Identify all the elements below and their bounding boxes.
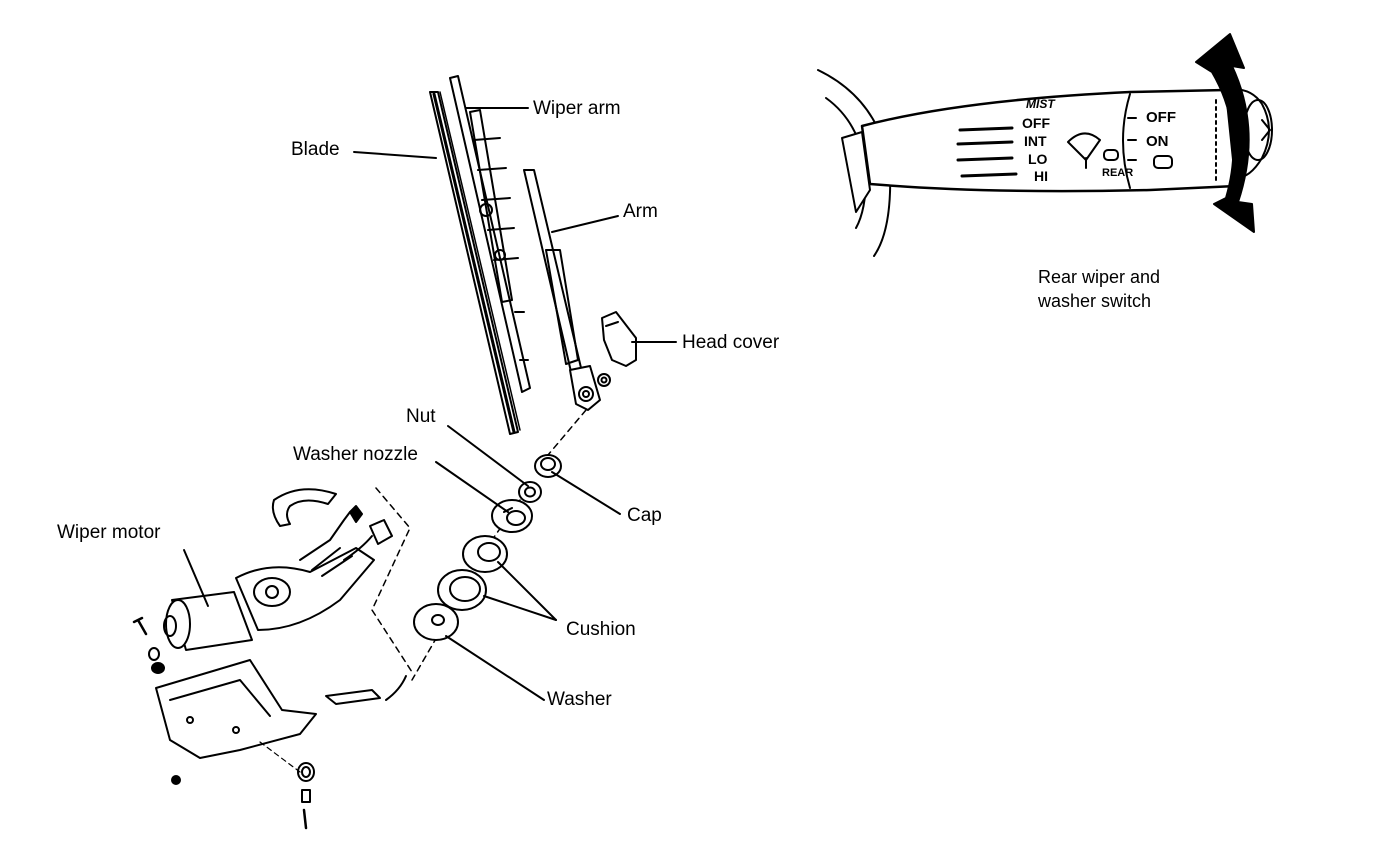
switch-rear-off: OFF (1146, 109, 1176, 126)
leader-wiper-motor (183, 549, 209, 607)
switch-caption-line-2: washer switch (1038, 291, 1152, 311)
switch-pos-hi: HI (1034, 168, 1048, 184)
label-head-cover: Head cover (682, 332, 780, 353)
label-washer-nozzle: Washer nozzle (293, 444, 418, 465)
label-blade: Blade (291, 139, 340, 160)
label-cap: Cap (627, 505, 662, 526)
leader-nut (447, 425, 529, 487)
cushion-parts (437, 535, 508, 611)
arm-part (523, 169, 601, 411)
wiper-arm-part (449, 75, 531, 393)
label-wiper-arm: Wiper arm (533, 98, 621, 119)
leader-arm (551, 215, 619, 233)
switch-rear-labels: OFF ON REAR (1102, 109, 1176, 179)
label-wiper-motor: Wiper motor (57, 522, 161, 543)
leader-blade (353, 151, 437, 159)
label-nut: Nut (406, 406, 436, 427)
blade-part (429, 91, 521, 435)
wiper-motor-part (132, 487, 413, 830)
washer-part (413, 603, 459, 641)
leader-cushion-2 (483, 595, 557, 621)
switch-illustration (817, 33, 1273, 257)
leader-cushion-1 (497, 561, 557, 621)
switch-pos-lo: LO (1028, 151, 1048, 167)
leader-washer-nozzle (435, 461, 509, 513)
label-arm: Arm (623, 201, 658, 222)
switch-rear-on: ON (1146, 133, 1169, 150)
switch-rear-tag: REAR (1102, 167, 1133, 179)
head-cover-part (597, 311, 637, 387)
label-cushion: Cushion (566, 619, 636, 640)
switch-pos-int: INT (1024, 133, 1047, 149)
leader-cap (551, 471, 621, 515)
switch-pos-mist: MIST (1026, 97, 1056, 111)
nut-part (518, 481, 542, 503)
switch-pos-off: OFF (1022, 115, 1050, 131)
cap-part (534, 454, 562, 478)
switch-caption: Rear wiper and washer switch (1038, 265, 1160, 313)
leader-washer (445, 635, 545, 701)
label-washer: Washer (547, 689, 612, 710)
switch-front-labels: MIST OFF INT LO HI (1022, 97, 1056, 184)
switch-caption-line-1: Rear wiper and (1038, 267, 1161, 287)
